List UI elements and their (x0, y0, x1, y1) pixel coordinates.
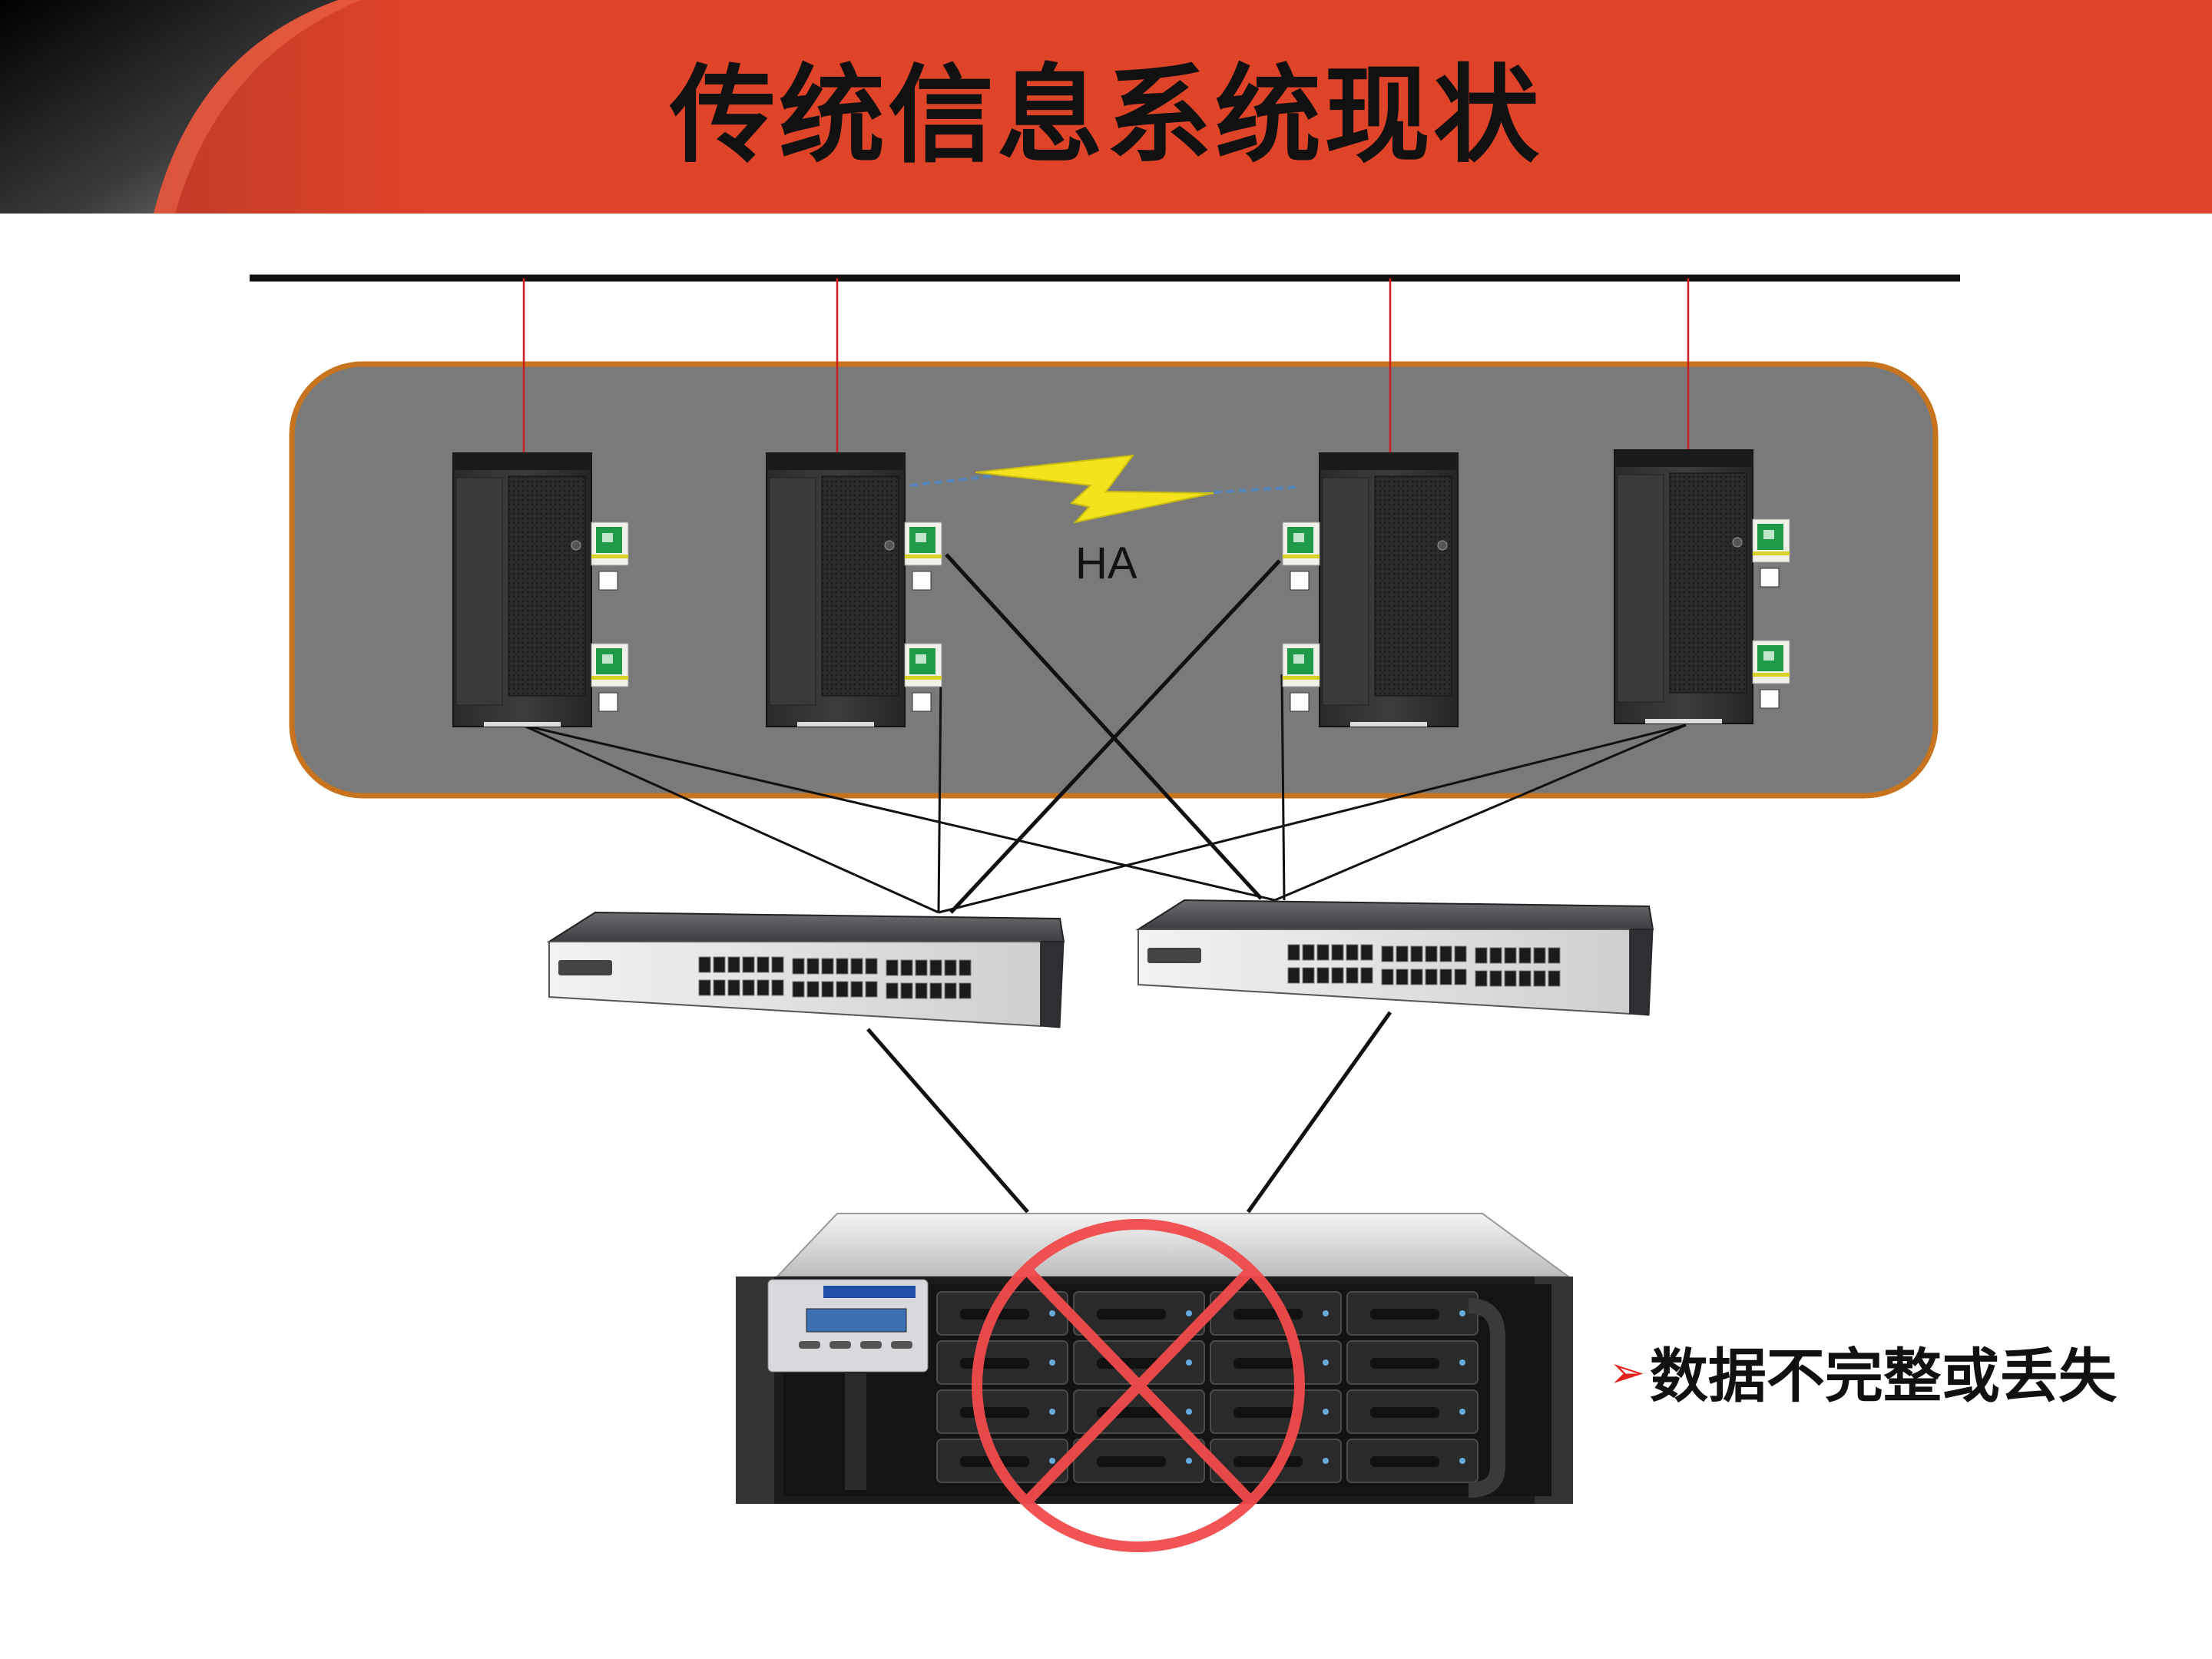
ha-label: HA (1075, 538, 1137, 588)
drive-bay (936, 1340, 1068, 1385)
nic-card-icon (1282, 522, 1320, 591)
header-band (0, 0, 2212, 214)
server-2 (766, 452, 942, 727)
drive-bay (1346, 1439, 1479, 1483)
drive-bay (1346, 1291, 1479, 1336)
switch-left (546, 911, 1065, 1028)
switch-to-storage-links (866, 1011, 1392, 1214)
ha-cross-links (945, 553, 1281, 914)
nic-card-icon (904, 643, 942, 712)
storage-array (736, 1213, 1573, 1504)
cross-out-icon (972, 1219, 1305, 1552)
drive-bay (1210, 1389, 1342, 1434)
server-to-switch-links (522, 674, 1687, 914)
arrow-bullet-icon: ➢ (1609, 1348, 1645, 1398)
nic-card-icon (591, 643, 629, 712)
status-note: ➢数据不完整或丢失 (1609, 1329, 2117, 1413)
drive-bay (1073, 1291, 1205, 1336)
nic-card-icon (904, 522, 942, 591)
server-cluster-panel (289, 361, 1939, 799)
nic-card-icon (1752, 640, 1790, 709)
nic-card-icon (1282, 643, 1320, 712)
drive-bay (1210, 1340, 1342, 1385)
status-note-text: 数据不完整或丢失 (1649, 1342, 2117, 1410)
drive-bay (1346, 1389, 1479, 1434)
server-1 (452, 452, 629, 727)
switch-right (1135, 899, 1654, 1016)
drive-bay (1073, 1340, 1205, 1385)
page-title: 传统信息系统现状 (669, 52, 1542, 177)
nic-card-icon (591, 522, 629, 591)
server-4 (1614, 449, 1790, 724)
ha-heartbeat-lightning (909, 454, 1299, 524)
server-3 (1282, 452, 1459, 727)
drive-bay (936, 1389, 1068, 1434)
nic-card-icon (1752, 518, 1790, 588)
drive-bay (1346, 1340, 1479, 1385)
server-uplinks (522, 278, 1690, 461)
drive-bay (1073, 1439, 1205, 1483)
